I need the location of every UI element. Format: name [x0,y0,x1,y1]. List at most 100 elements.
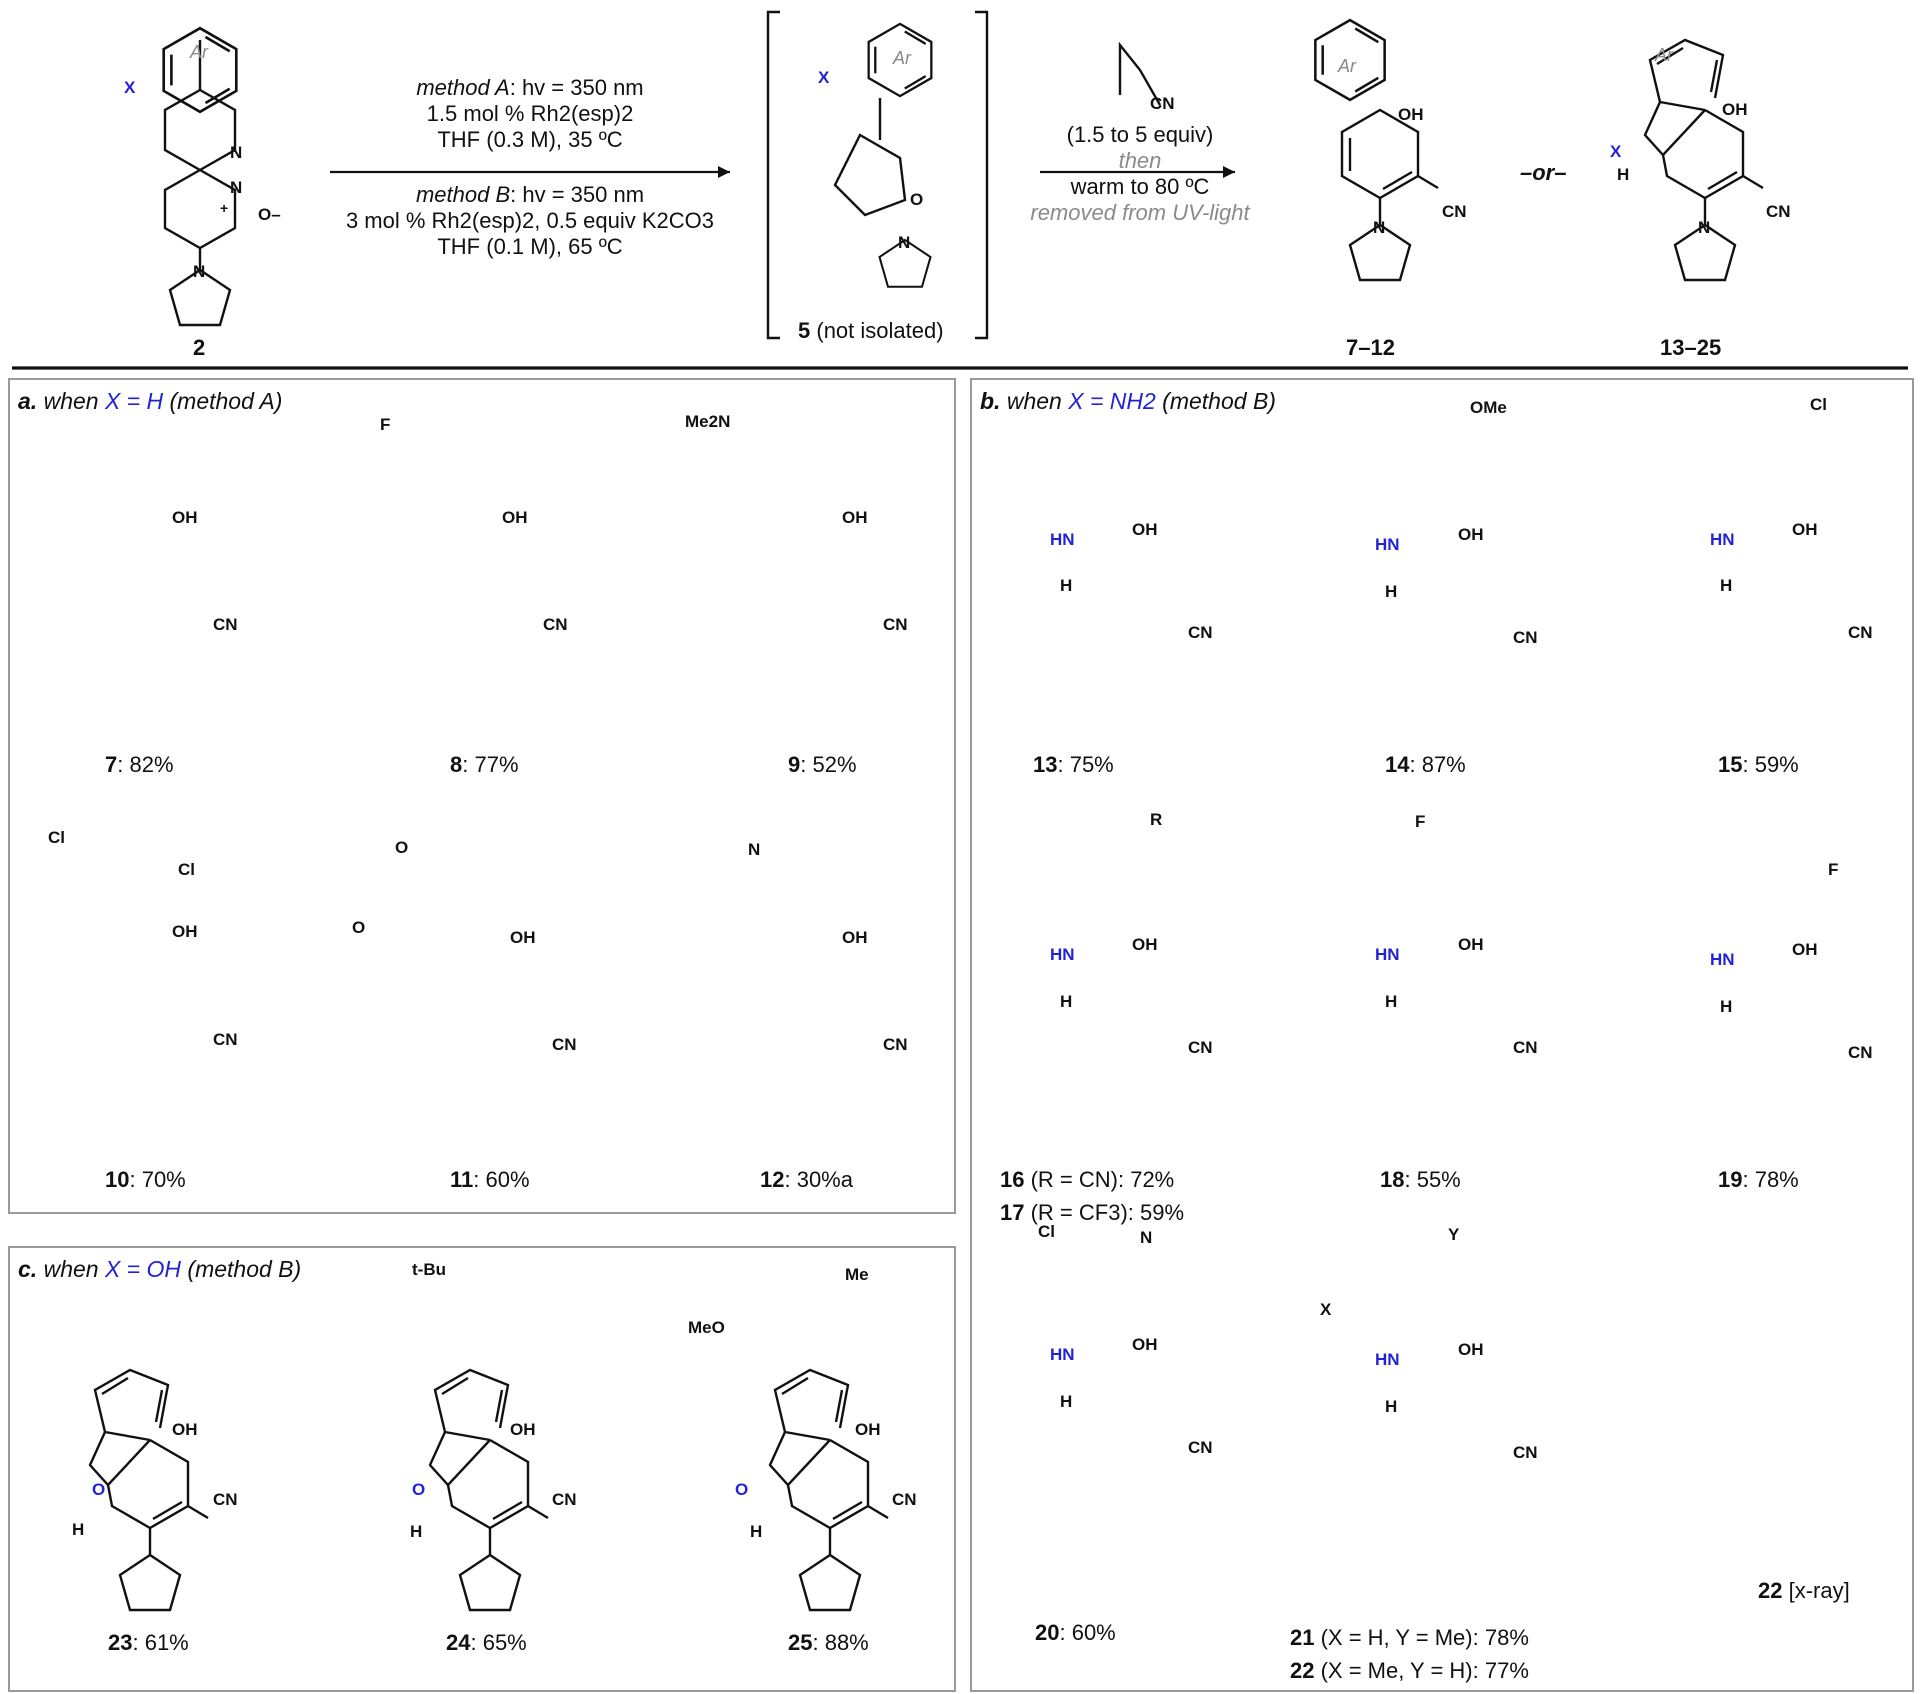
x-atom-start: X [124,78,136,97]
sub-21-y: Y [1448,1225,1460,1244]
product-range-b: 13–25 [1660,335,1722,360]
hn-18: HN [1375,945,1400,964]
xray-label: 22 [x-ray] [1758,1578,1850,1603]
oh-16: OH [1132,935,1158,954]
sub-8: F [380,415,391,434]
label-12: 12: 30%a [760,1167,853,1192]
h-24: H [410,1522,423,1541]
sub-16: R [1150,810,1163,829]
cn-21: CN [1513,1443,1538,1462]
n-plus: + [220,200,229,216]
cn-acrylonitrile: CN [1150,94,1175,113]
step2-conditions: (1.5 to 5 equiv) then warm to 80 ºC remo… [1030,122,1250,225]
n-product-a: N [1373,218,1386,237]
oh-24: OH [510,1420,536,1439]
label-22: 22 (X = Me, Y = H): 77% [1290,1658,1529,1683]
cn-15: CN [1848,623,1873,642]
product-range-a: 7–12 [1346,335,1395,360]
sub-10-cl2: Cl [178,860,195,879]
o-25: O [735,1480,749,1499]
cn-25: CN [892,1490,917,1509]
label-8: 8: 77% [450,752,519,777]
x-atom-product-b: X [1610,142,1622,161]
oh-14: OH [1458,525,1484,544]
oh-12: OH [842,928,868,947]
o-24: O [412,1480,426,1499]
label-13: 13: 75% [1033,752,1114,777]
method-a-conditions: method A: hv = 350 nm 1.5 mol % Rh2(esp)… [416,75,644,152]
panel-b [970,378,1914,1692]
h-23: H [72,1520,85,1539]
oh-product-a: OH [1398,105,1424,124]
sub-14: OMe [1470,398,1507,417]
label-7: 7: 82% [105,752,174,777]
oh-product-b: OH [1722,100,1748,119]
hn-14: HN [1375,535,1400,554]
hn-19: HN [1710,950,1735,969]
label-16: 16 (R = CN): 72% [1000,1167,1175,1192]
o-11a: O [395,838,409,857]
oh-23: OH [172,1420,198,1439]
n-atom-pyr-5: N [898,233,911,252]
cn-14: CN [1513,628,1538,647]
panel-b-title: b. when X = NH2 (method B) [980,388,1276,414]
oh-21: OH [1458,1340,1484,1359]
n-atom-2: N [230,178,243,197]
n-20: N [1140,1228,1153,1247]
sub-24: t-Bu [412,1260,446,1279]
sub-10-cl1: Cl [48,828,65,847]
label-21: 21 (X = H, Y = Me): 78% [1290,1625,1529,1650]
cn-10: CN [213,1030,238,1049]
ar-label-intermediate: Ar [893,48,911,68]
compound-label-5: 5 (not isolated) [798,318,944,343]
hn-20: HN [1050,1345,1075,1364]
label-14: 14: 87% [1385,752,1466,777]
sub-19: F [1828,860,1839,879]
cn-8: CN [543,615,568,634]
sub-22-x: X [1320,1300,1332,1319]
label-25: 25: 88% [788,1630,869,1655]
cn-18: CN [1513,1038,1538,1057]
cn-20: CN [1188,1438,1213,1457]
oh-7: OH [172,508,198,527]
panel-c-title: c. when X = OH (method B) [18,1256,302,1282]
o-11b: O [352,918,366,937]
compound-label-2: 2 [193,335,206,360]
cn-9: CN [883,615,908,634]
label-20: 20: 60% [1035,1620,1116,1645]
cn-19: CN [1848,1043,1873,1062]
label-17: 17 (R = CF3): 59% [1000,1200,1185,1225]
oh-10: OH [172,922,198,941]
o-atom-furan: O [910,190,924,209]
h-13: H [1060,576,1073,595]
oh-15: OH [1792,520,1818,539]
sub-15: Cl [1810,395,1827,414]
h-21: H [1385,1397,1398,1416]
sub-18: F [1415,812,1426,831]
panel-c [8,1246,956,1692]
label-24: 24: 65% [446,1630,527,1655]
sub-20: Cl [1038,1222,1055,1241]
x-atom-intermediate: X [818,68,830,87]
hn-13: HN [1050,530,1075,549]
cn-12: CN [883,1035,908,1054]
o-23: O [92,1480,106,1499]
meo-25: MeO [688,1318,725,1337]
h-18: H [1385,992,1398,1011]
sub-12: N [748,840,761,859]
oh-20: OH [1132,1335,1158,1354]
cn-product-b: CN [1766,202,1791,221]
h-14: H [1385,582,1398,601]
h-product-b: H [1617,165,1630,184]
h-19: H [1720,997,1733,1016]
label-18: 18: 55% [1380,1167,1461,1192]
cn-13: CN [1188,623,1213,642]
cn-24: CN [552,1490,577,1509]
h-25: H [750,1522,763,1541]
ar-label-product-b: Ar [1655,45,1673,65]
label-15: 15: 59% [1718,752,1799,777]
cn-23: CN [213,1490,238,1509]
hn-15: HN [1710,530,1735,549]
n-atom-1: N [230,143,243,162]
oh-25: OH [855,1420,881,1439]
